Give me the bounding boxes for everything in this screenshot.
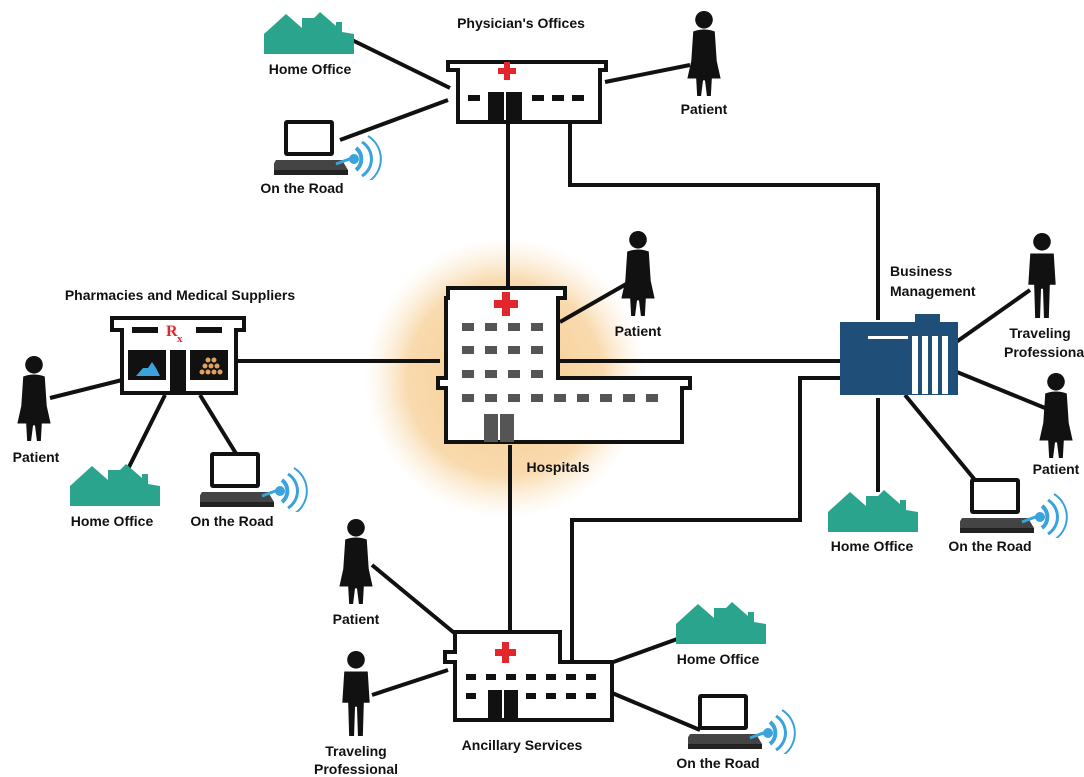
svg-text:x: x <box>177 333 183 345</box>
home-office-label-ancillary: Home Office <box>677 651 760 667</box>
patient-icon-physician <box>687 10 721 97</box>
business-management-label-line1: Business <box>890 263 952 279</box>
patient-label-ancillary: Patient <box>333 611 380 627</box>
hospitals-label: Hospitals <box>526 459 589 475</box>
patient-icon-ancillary <box>339 518 373 605</box>
on-the-road-label-pharmacy: On the Road <box>190 513 273 529</box>
patient-label-business: Patient <box>1033 461 1080 477</box>
home-office-icon-ancillary <box>676 602 766 644</box>
ancillary-services-building <box>443 630 614 722</box>
home-office-icon-business <box>828 490 918 532</box>
svg-text:R: R <box>166 323 178 340</box>
business-management-label-line2: Management <box>890 283 976 299</box>
traveling-professional-label-ancillary-line1: Traveling <box>325 743 386 759</box>
laptop-icon-business <box>960 478 1069 538</box>
traveling-professional-label-business-line2: Professional <box>1004 344 1084 360</box>
home-office-icon-physician <box>264 12 354 54</box>
ancillary-services-label: Ancillary Services <box>462 737 583 753</box>
traveling-professional-icon-ancillary <box>342 650 370 737</box>
pharmacies-label: Pharmacies and Medical Suppliers <box>65 287 296 303</box>
connection-lines <box>49 38 1046 732</box>
home-office-label-physician: Home Office <box>269 61 352 77</box>
business-management-building <box>840 314 958 395</box>
laptop-icon-ancillary <box>688 694 797 754</box>
patient-icon-pharmacy <box>17 355 51 442</box>
pharmacy-building: R x <box>110 316 246 395</box>
patient-icon-hospital <box>621 230 655 317</box>
physicians-office-building <box>446 60 608 124</box>
traveling-professional-label-business-line1: Traveling <box>1009 325 1070 341</box>
patient-label-physician: Patient <box>681 101 728 117</box>
on-the-road-label-ancillary: On the Road <box>676 755 759 771</box>
traveling-professional-label-ancillary-line2: Professional <box>314 761 398 777</box>
on-the-road-label-physician: On the Road <box>260 180 343 196</box>
patient-label-pharmacy: Patient <box>13 449 60 465</box>
patient-label-hospital: Patient <box>615 323 662 339</box>
hospital-building <box>436 286 692 444</box>
physicians-offices-label: Physician's Offices <box>457 15 585 31</box>
home-office-icon-pharmacy <box>70 464 160 506</box>
patient-icon-business <box>1039 372 1073 459</box>
traveling-professional-icon-business <box>1028 232 1056 319</box>
laptop-icon-pharmacy <box>200 452 309 512</box>
on-the-road-label-business: On the Road <box>948 538 1031 554</box>
home-office-label-business: Home Office <box>831 538 914 554</box>
home-office-label-pharmacy: Home Office <box>71 513 154 529</box>
